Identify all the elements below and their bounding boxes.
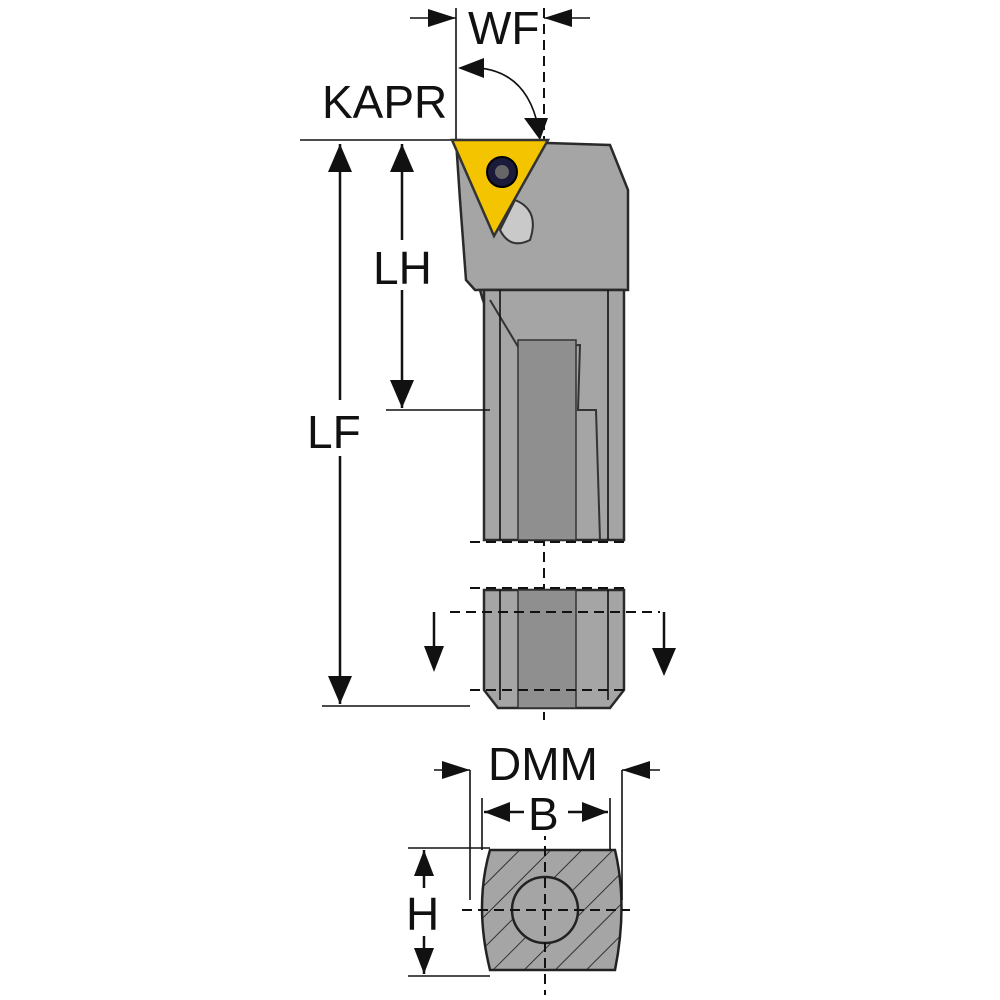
dmm-dimension: DMM — [434, 738, 660, 900]
triangular-insert-icon — [450, 138, 551, 245]
shank-lower — [470, 587, 630, 710]
lf-label: LF — [307, 406, 361, 458]
h-dimension: H — [402, 847, 490, 977]
section-markers — [424, 611, 676, 676]
wf-label: WF — [468, 2, 540, 54]
lh-dimension: LH — [370, 144, 490, 411]
b-dimension: B — [481, 788, 611, 850]
shank-upper — [470, 288, 630, 543]
h-label: H — [406, 888, 439, 940]
lf-dimension: LF — [305, 144, 470, 707]
kapr-dimension: KAPR — [300, 58, 548, 141]
lh-label: LH — [373, 242, 432, 294]
kapr-label: KAPR — [322, 76, 447, 128]
cross-section — [462, 830, 630, 995]
dmm-label: DMM — [488, 738, 598, 790]
b-label: B — [528, 788, 559, 840]
